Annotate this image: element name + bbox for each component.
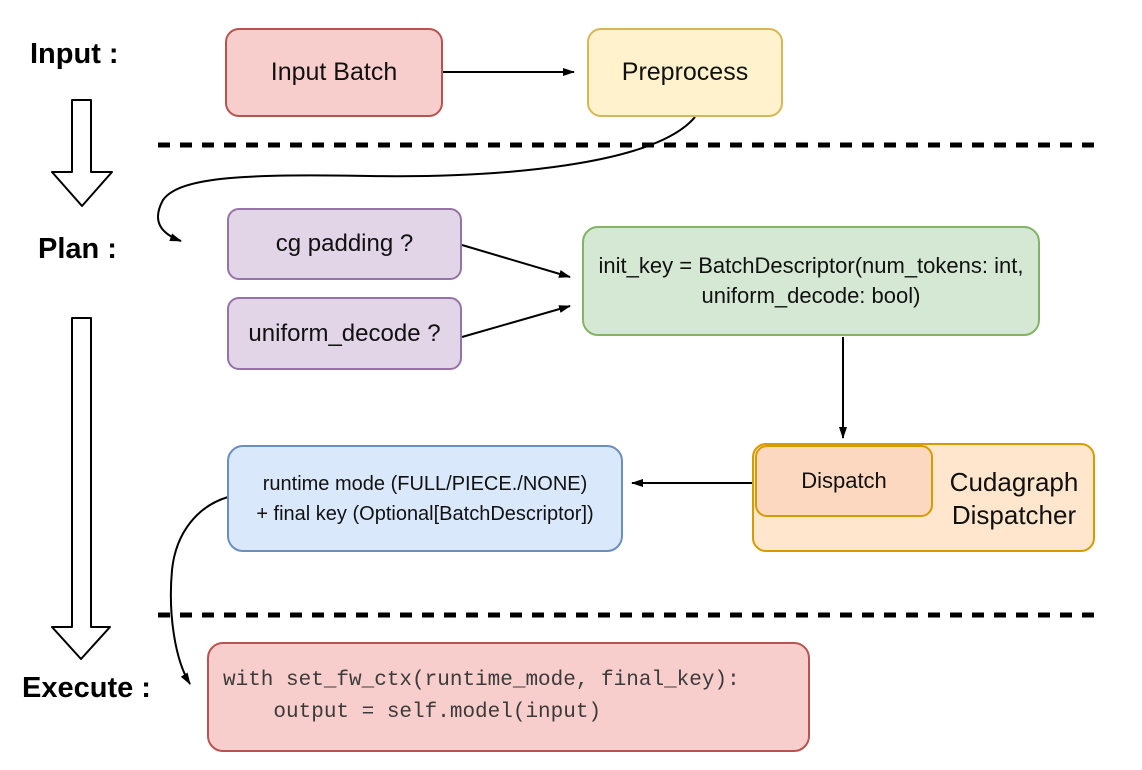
connector-cgpadding-initkey <box>461 244 571 278</box>
section-arrow-plan-to-execute-icon <box>51 317 111 660</box>
node-preprocess: Preprocess <box>587 28 783 117</box>
node-input-batch-label: Input Batch <box>270 58 398 86</box>
node-init-key-line1: init_key = BatchDescriptor(num_tokens: i… <box>598 253 1024 278</box>
node-cg-padding-label: cg padding ? <box>275 230 414 257</box>
node-init-key: init_key = BatchDescriptor(num_tokens: i… <box>582 226 1040 336</box>
node-cg-padding: cg padding ? <box>227 208 462 280</box>
node-uniform-decode-label: uniform_decode ? <box>248 319 441 347</box>
section-arrow-input-to-plan-icon <box>51 99 113 207</box>
connector-uniformdecode-initkey <box>461 305 571 338</box>
node-uniform-decode: uniform_decode ? <box>227 297 462 370</box>
execute-code-line1: with set_fw_ctx(runtime_mode, final_key)… <box>223 669 740 692</box>
execute-code-line2: output = self.model(input) <box>223 701 602 724</box>
connector-preprocess-cgpadding <box>157 116 696 242</box>
node-cudagraph-dispatcher-label: Cudagraph Dispatcher <box>933 466 1095 532</box>
node-runtime-mode: runtime mode (FULL/PIECE./NONE) + final … <box>227 445 623 552</box>
node-input-batch: Input Batch <box>225 28 443 117</box>
section-label-input: Input : <box>30 38 119 70</box>
node-dispatch-label: Dispatch <box>801 468 887 493</box>
section-label-execute: Execute : <box>22 672 151 704</box>
cudagraph-label-line1: Cudagraph <box>949 467 1079 497</box>
node-runtime-line2: + final key (Optional[BatchDescriptor]) <box>256 502 594 525</box>
node-dispatch: Dispatch <box>755 445 933 517</box>
node-init-key-line2: uniform_decode: bool) <box>701 283 921 308</box>
cudagraph-label-line2: Dispatcher <box>951 500 1077 530</box>
node-execute-code: with set_fw_ctx(runtime_mode, final_key)… <box>207 642 810 752</box>
node-runtime-line1: runtime mode (FULL/PIECE./NONE) <box>262 472 588 495</box>
section-label-plan: Plan : <box>38 233 117 265</box>
connector-runtime-execute <box>169 496 229 685</box>
node-preprocess-label: Preprocess <box>621 58 749 86</box>
